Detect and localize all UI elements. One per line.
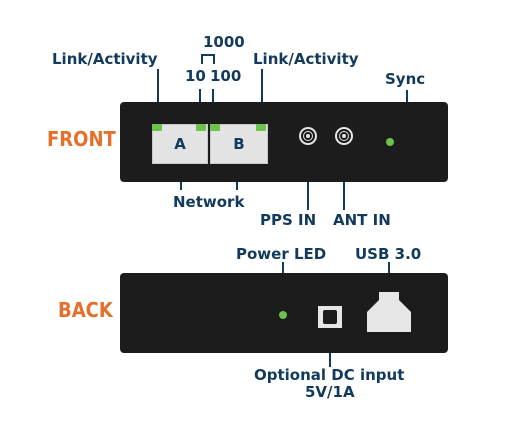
port-a-label: A [174,135,186,153]
dc-input-label-line1: Optional DC input [254,366,405,384]
front-side-label: FRONT [47,127,116,151]
link-activity-left-label: Link/Activity [52,50,158,68]
port-b-speed-led [210,124,220,131]
speed-100-label: 100 [210,67,242,85]
speed-1000-label: 1000 [203,33,245,51]
usb-label: USB 3.0 [355,245,422,263]
sync-led [386,138,394,146]
port-b-link-led [256,124,266,131]
pps-in-label: PPS IN [260,211,317,229]
dc-input-jack-icon [318,306,342,328]
link-activity-right-label: Link/Activity [253,50,359,68]
sync-label: Sync [385,70,426,88]
port-b-label: B [233,135,245,153]
usb-port-icon [367,292,411,332]
ant-in-label: ANT IN [333,211,391,229]
power-led [279,311,287,319]
pps-in-connector-icon [299,127,317,145]
power-led-label: Power LED [236,245,327,263]
port-a-link-led [152,124,162,131]
dc-input-label-line2: 5V/1A [305,383,355,401]
speed-10-label: 10 [185,67,206,85]
back-side-label: BACK [58,298,113,322]
ant-in-connector-icon [335,127,353,145]
network-label: Network [173,193,245,211]
port-a-speed-led [196,124,206,131]
